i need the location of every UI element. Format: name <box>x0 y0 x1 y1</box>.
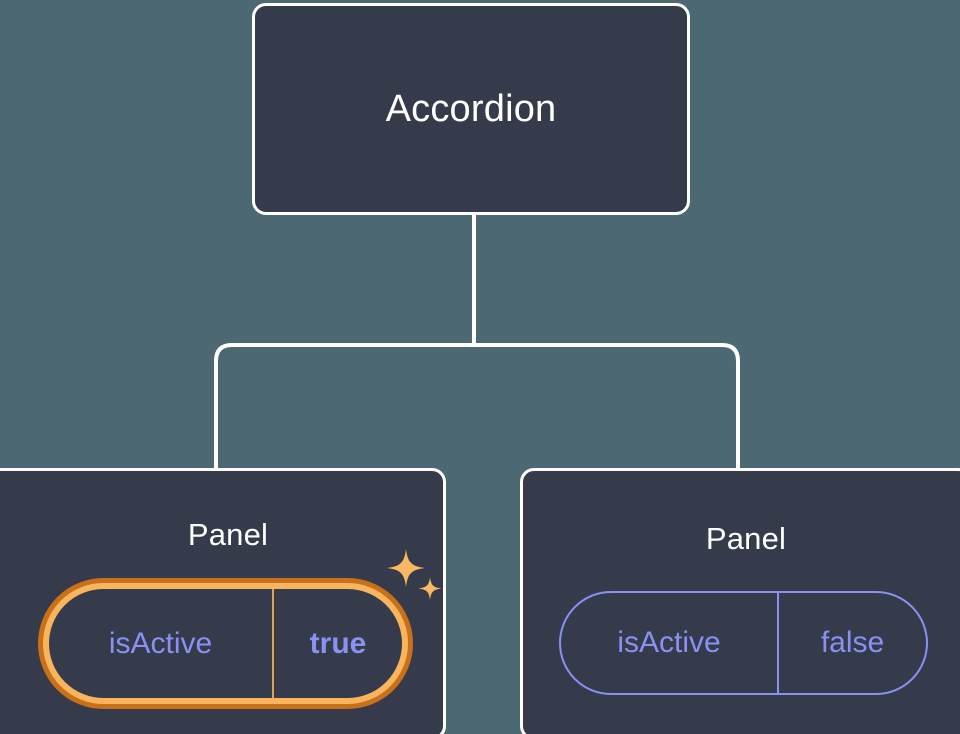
node-panel-active[interactable]: Panel isActive true <box>0 468 446 734</box>
node-panel-inactive-title: Panel <box>705 521 787 556</box>
prop-value-label: true <box>272 589 402 698</box>
prop-pill-inner-ring: isActive true <box>43 583 408 704</box>
node-accordion-title: Accordion <box>385 88 557 130</box>
prop-pill-isactive-true[interactable]: isActive true <box>38 578 413 709</box>
node-panel-active-title: Panel <box>187 517 269 552</box>
node-accordion[interactable]: Accordion <box>252 3 690 215</box>
prop-key-label: isActive <box>617 626 721 659</box>
node-panel-inactive[interactable]: Panel isActive false <box>520 468 960 734</box>
sparkle-small-icon <box>418 577 442 600</box>
prop-value-label: false <box>777 593 926 693</box>
sparkle-large-icon <box>387 549 425 587</box>
sparkle-group <box>387 549 442 600</box>
connector-branch-bus <box>214 343 740 470</box>
prop-key-label: isActive <box>108 626 213 660</box>
prop-pill-isactive-false[interactable]: isActive false <box>559 591 928 695</box>
